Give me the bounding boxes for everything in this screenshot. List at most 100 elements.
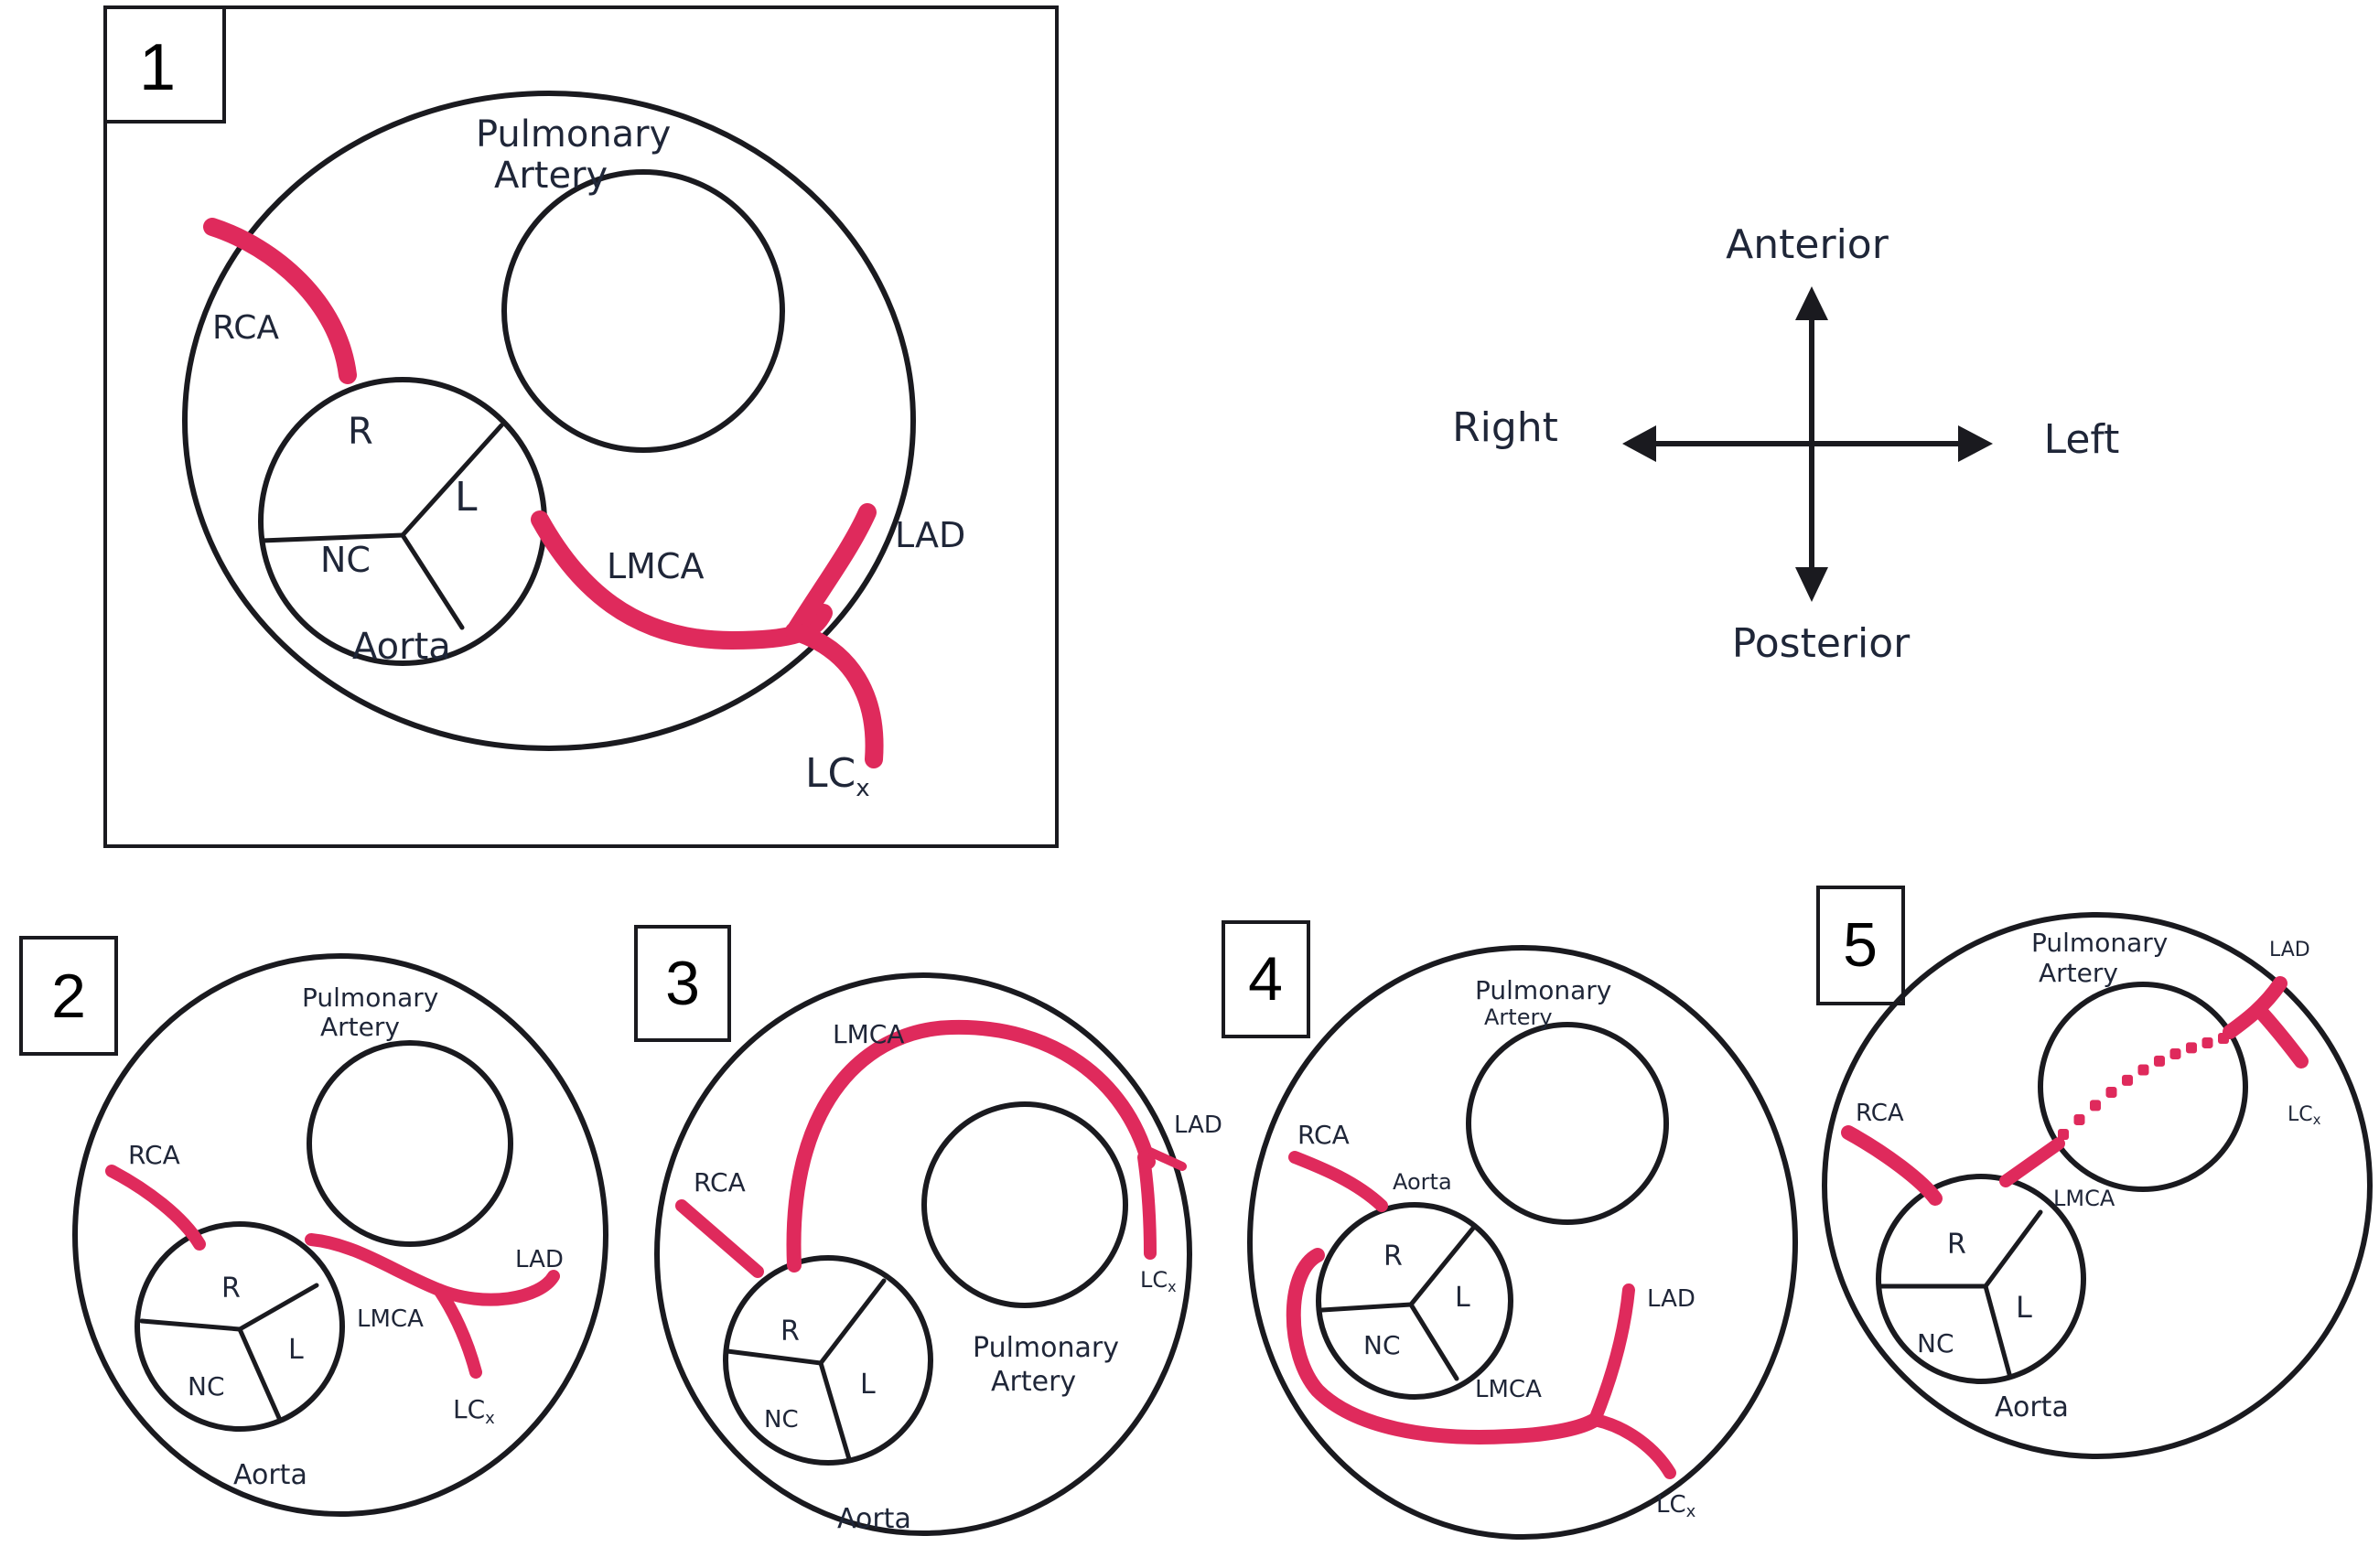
panel-4-number-box (1222, 920, 1310, 1038)
panel-1: 1 Pulmonary Artery RCA R L NC Aorta LMCA… (103, 5, 1059, 848)
label-cusp-nc: NC (188, 1371, 225, 1402)
label-cusp-r: R (1947, 1229, 1966, 1261)
label-lad: LAD (2269, 939, 2310, 961)
aortic-root-circle (1316, 1202, 1513, 1400)
label-cusp-nc: NC (320, 540, 371, 580)
label-aorta: Aorta (352, 626, 451, 668)
compass-label-posterior: Posterior (1732, 620, 1911, 667)
label-pulmonary-artery: Pulmonary (1475, 975, 1611, 1005)
label-lcx: LCx (453, 1394, 495, 1428)
arrow-up-icon (1795, 286, 1828, 320)
label-pulmonary-artery-2: Artery (494, 155, 608, 197)
lcx-vessel (1137, 1151, 1157, 1260)
label-lmca: LMCA (833, 1019, 904, 1049)
panel-5: 5 Pulmonary Artery LAD LCx RCA LMCA R L … (1816, 886, 2373, 1459)
pericardial-outline (1822, 912, 2373, 1459)
lad-vessel (787, 503, 877, 639)
aortic-cusp-dividers (139, 1283, 319, 1421)
lcx-vessel (433, 1283, 482, 1379)
lmca-dot (2122, 1074, 2133, 1086)
lad-vessel (433, 1270, 560, 1306)
label-lcx: LCx (2288, 1103, 2321, 1128)
label-cusp-r: R (780, 1316, 800, 1348)
lmca-dot (2154, 1055, 2165, 1067)
pulmonary-artery-circle (307, 1040, 513, 1247)
lcx-vessel (2253, 1004, 2309, 1069)
pulmonary-artery-circle (1466, 1022, 1669, 1225)
aortic-cusp-dividers (1878, 1209, 2043, 1377)
panel-2-number: 2 (51, 961, 86, 1031)
label-lad: LAD (1647, 1285, 1695, 1313)
panel-5-labels: Pulmonary Artery LAD LCx RCA LMCA R L NC… (1856, 928, 2321, 1423)
pulmonary-artery-circle (2038, 982, 2248, 1192)
rca-vessel (105, 1165, 206, 1251)
label-lmca: LMCA (357, 1305, 424, 1333)
panel-1-number-box (103, 5, 226, 124)
label-pulmonary-artery-2: Artery (991, 1366, 1076, 1398)
label-lcx: LCx (1656, 1491, 1696, 1521)
aortic-root-circle (723, 1255, 933, 1466)
orientation-compass: Anterior Posterior Right Left (1452, 221, 2119, 667)
lcx-vessel (1588, 1413, 1676, 1479)
lmca-vessel (1999, 1137, 2065, 1187)
pulmonary-artery-circle (921, 1101, 1128, 1308)
panel-4-number: 4 (1248, 944, 1283, 1014)
panel-2-number-box (19, 936, 118, 1056)
label-cusp-l: L (288, 1334, 304, 1366)
label-cusp-nc: NC (1363, 1330, 1401, 1360)
label-rca: RCA (1297, 1120, 1350, 1150)
lmca-dot (2169, 1047, 2181, 1059)
lmca-dot (2186, 1042, 2197, 1054)
label-lmca: LMCA (607, 546, 705, 586)
label-cusp-r: R (1383, 1240, 1403, 1273)
label-cusp-l: L (2016, 1290, 2032, 1325)
lmca-dot (2058, 1129, 2069, 1140)
label-rca: RCA (1856, 1100, 1904, 1127)
panel-5-number: 5 (1843, 910, 1878, 980)
lmca-dot (2201, 1036, 2213, 1048)
arrow-left-icon (1622, 425, 1656, 462)
label-lad: LAD (895, 515, 965, 555)
compass-label-left: Left (2044, 416, 2120, 463)
lmca-dot (2137, 1064, 2149, 1076)
lmca-vessel (1286, 1248, 1602, 1444)
label-aorta: Aorta (837, 1503, 911, 1535)
label-pulmonary-artery: Pulmonary (302, 983, 438, 1013)
panel-5-number-box (1816, 886, 1905, 1005)
lad-vessel (1588, 1283, 1635, 1426)
label-rca: RCA (128, 1140, 180, 1170)
label-lcx: LCx (805, 750, 870, 802)
aortic-root-circle (135, 1221, 345, 1432)
lmca-vessel (305, 1233, 446, 1296)
lcx-vessel (785, 622, 884, 768)
label-cusp-nc: NC (764, 1406, 799, 1434)
panel-3-labels: LMCA RCA LAD LCx Pulmonary Artery R L NC… (694, 1019, 1222, 1535)
panel-4-labels: Pulmonary Artery RCA Aorta R L NC LMCA L… (1297, 975, 1696, 1521)
lad-vessel (1137, 1144, 1187, 1171)
panel-3-number-box (634, 925, 731, 1042)
label-pulmonary-artery-2: Artery (2039, 958, 2118, 988)
panel-3: 3 LMCA RCA LAD LCx Pulmonary Artery R L … (634, 925, 1222, 1536)
label-rca: RCA (694, 1167, 746, 1197)
label-cusp-nc: NC (1917, 1328, 1954, 1359)
arrow-right-icon (1958, 425, 1993, 462)
panel-2: 2 Pulmonary Artery RCA R L NC Aorta LMCA… (19, 936, 608, 1517)
aortic-root-circle (1876, 1174, 2086, 1384)
panel-1-frame (103, 5, 1059, 848)
panel-3-number: 3 (665, 949, 700, 1018)
label-lmca: LMCA (1475, 1376, 1542, 1403)
label-pulmonary-artery-2: Artery (320, 1012, 400, 1042)
panel-1-number: 1 (139, 31, 176, 104)
lmca-vessel (786, 1019, 1156, 1273)
rca-vessel (675, 1199, 764, 1278)
label-aorta: Aorta (233, 1459, 307, 1491)
label-cusp-l: L (455, 474, 478, 521)
label-aorta: Aorta (1393, 1169, 1452, 1195)
label-lcx: LCx (1140, 1267, 1177, 1295)
label-cusp-l: L (860, 1369, 876, 1401)
label-cusp-r: R (348, 411, 373, 453)
compass-label-anterior: Anterior (1726, 221, 1889, 268)
aortic-cusp-dividers (259, 423, 504, 630)
pericardial-outline (182, 91, 916, 751)
